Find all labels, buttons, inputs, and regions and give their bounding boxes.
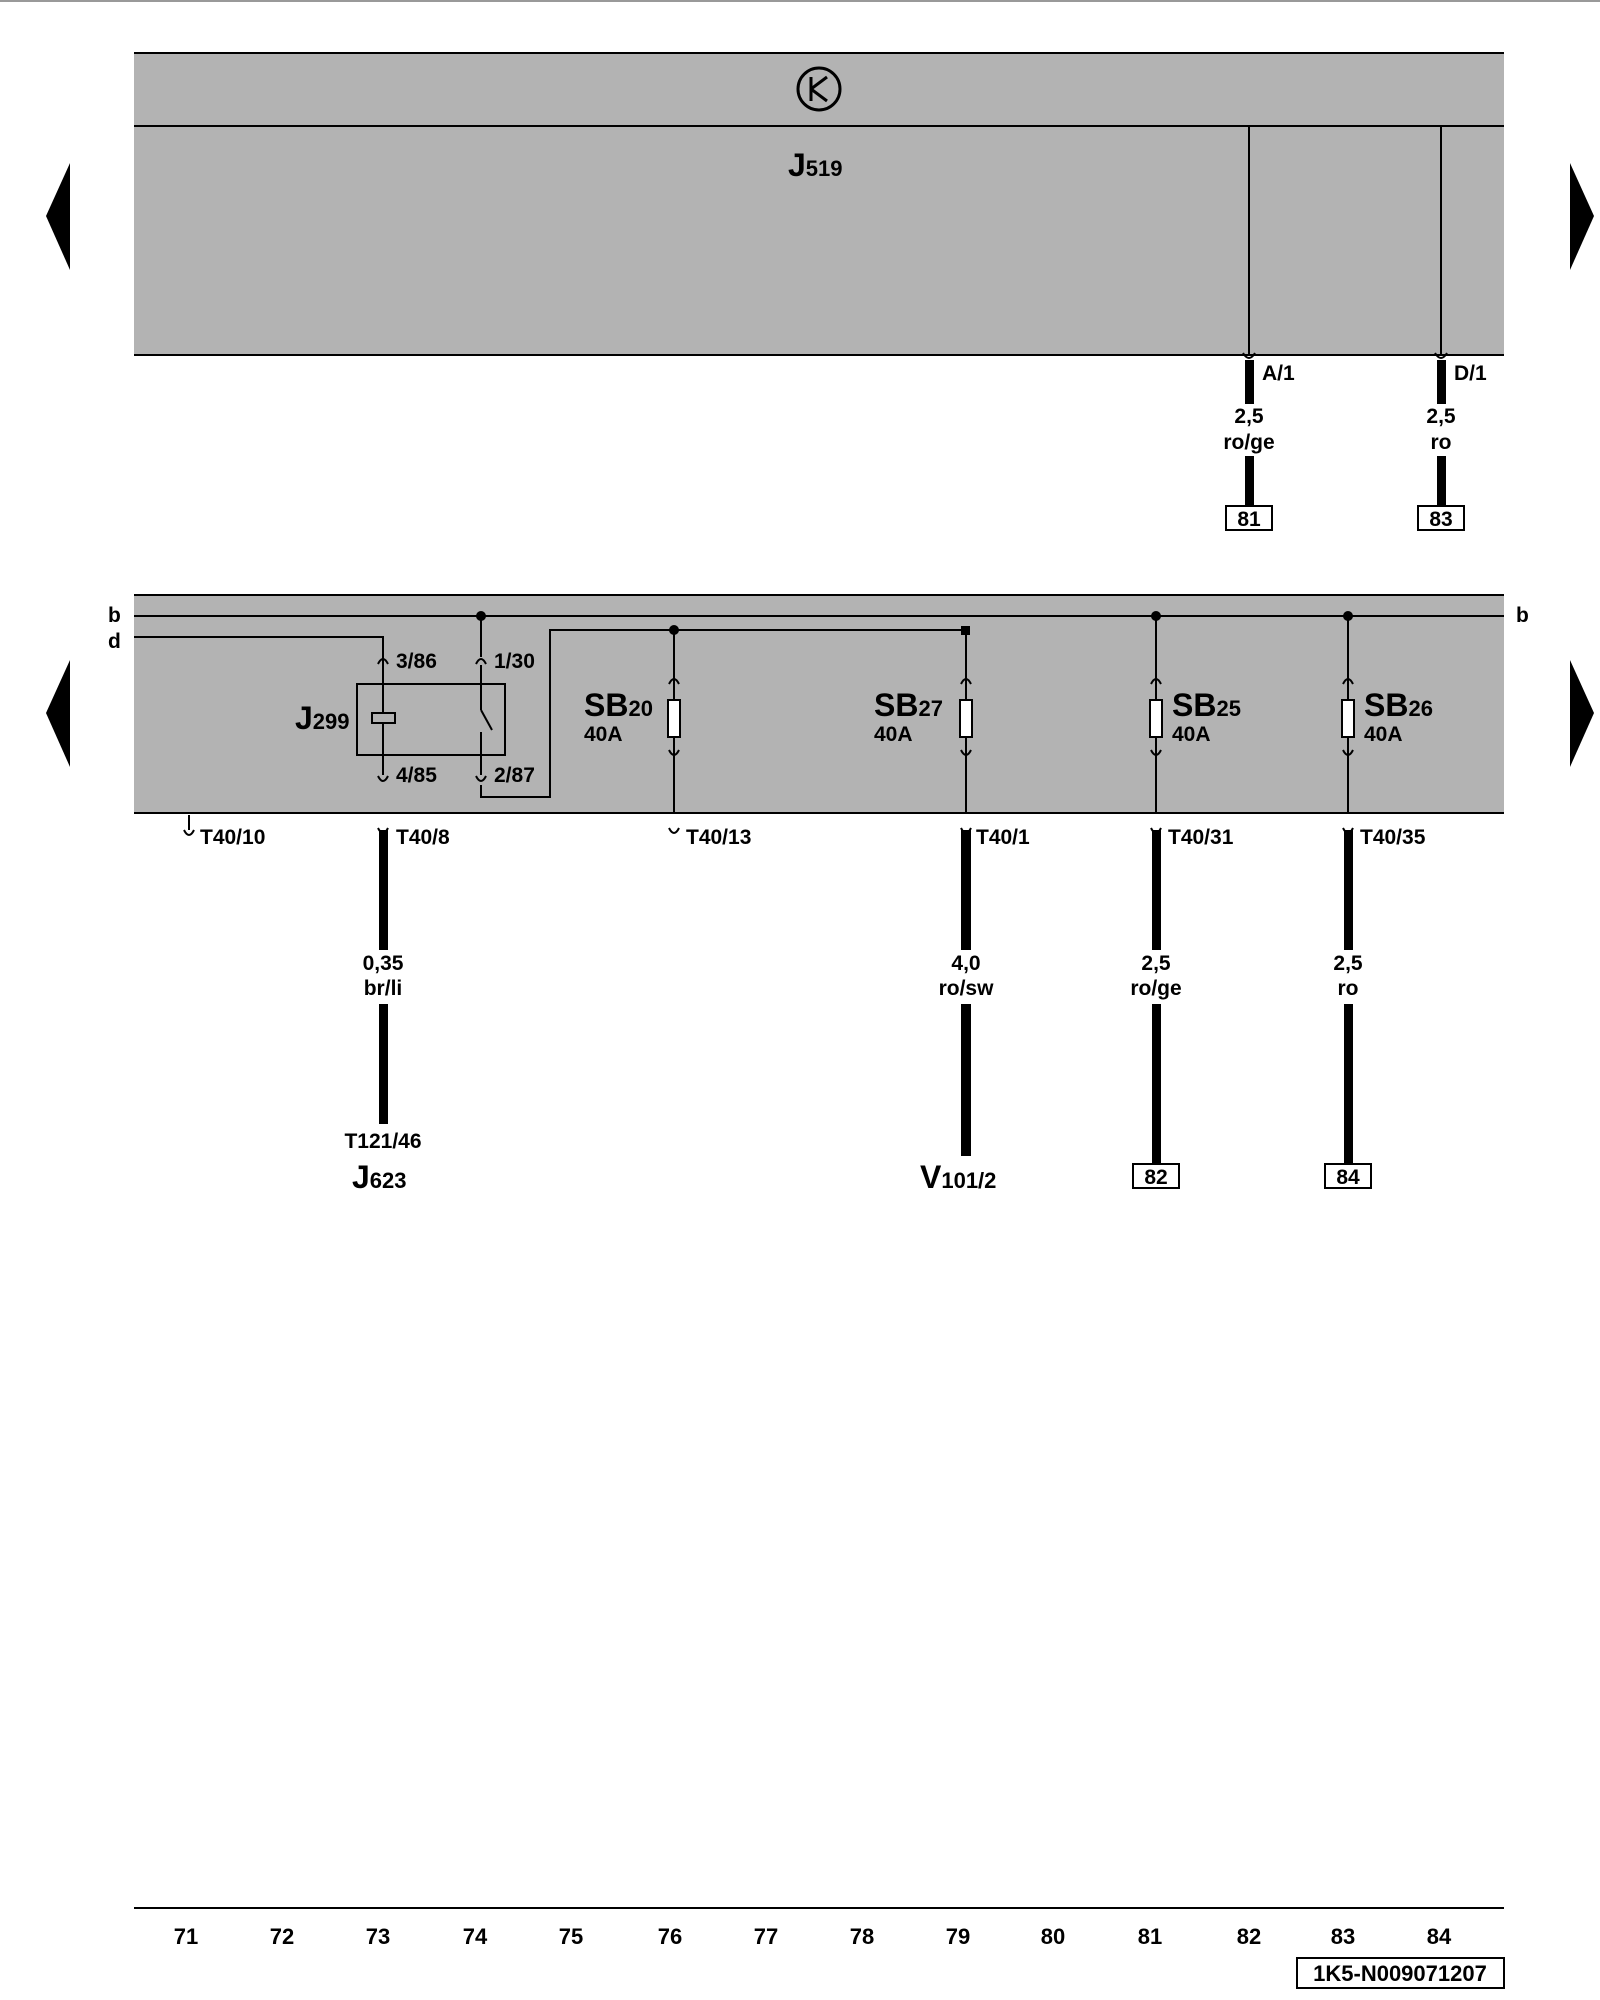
fuse-sb20-rating: 40A	[584, 723, 623, 746]
fuse-sb27-label: SB27	[874, 687, 943, 723]
connector-d1-pin: D/1	[1454, 362, 1487, 385]
relay-pin-2-87: 2/87	[494, 764, 535, 787]
connector-a1: A/1 2,5 ro/ge 81	[1223, 352, 1295, 531]
column-number: 82	[1237, 1924, 1261, 1949]
relay-j299: J299 3/86 4/85 1/30 2/87	[295, 616, 970, 798]
bus-d-label: d	[108, 630, 121, 653]
fuse-sb27: SB27 40A	[874, 635, 973, 813]
column-number: 77	[754, 1924, 778, 1949]
column-number: 83	[1331, 1924, 1355, 1949]
column-number: 84	[1427, 1924, 1452, 1949]
terminal-t40-10: T40/10	[183, 815, 265, 849]
fuse-sb26: SB26 40A	[1341, 616, 1433, 813]
fuse-sb20: SB20 40A	[584, 630, 681, 813]
connector-a1-size: 2,5	[1234, 405, 1264, 428]
fuse-sb20-icon	[667, 699, 681, 738]
bus-d-line	[134, 636, 384, 665]
ref-81-label: 81	[1237, 508, 1261, 531]
fuse-sb27-rating: 40A	[874, 723, 913, 746]
terminal-t40-1: T40/1	[960, 826, 1030, 849]
wire-to-v101: 4,0 ro/sw V101/2	[920, 830, 996, 1195]
fuse-sb25: SB25 40A	[1149, 616, 1241, 813]
wire-to-j623: 0,35 br/li T121/46 J623	[344, 830, 422, 1195]
column-number: 79	[946, 1924, 970, 1949]
connector-d1-size: 2,5	[1426, 405, 1456, 428]
wire-84-color: ro	[1338, 977, 1359, 1000]
footer-column-numbers: 71 72 73 74 75 76 77 78 79 80 81 82 83 8…	[174, 1924, 1452, 1949]
wire-to-82: 2,5 ro/ge 82	[1130, 830, 1182, 1189]
terminal-t40-13: T40/13	[668, 826, 751, 849]
wire-v101-color: ro/sw	[939, 977, 995, 1000]
fuse-module-body	[134, 595, 1504, 813]
column-number: 81	[1138, 1924, 1162, 1949]
ref-82-label: 82	[1144, 1166, 1167, 1189]
relay-switch-icon	[480, 709, 493, 731]
prev-page-arrow-bottom[interactable]	[46, 660, 70, 767]
ref-box-83	[1417, 505, 1465, 531]
wire-v101-size: 4,0	[951, 952, 980, 975]
fuse-sb26-label: SB26	[1364, 687, 1433, 723]
module-j519-body	[134, 53, 1504, 355]
ref-box-84	[1324, 1163, 1372, 1189]
ref-box-81	[1225, 505, 1273, 531]
connector-d1: D/1 2,5 ro 83	[1417, 352, 1487, 531]
next-page-arrow-bottom[interactable]	[1570, 660, 1594, 767]
terminal-t40-8: T40/8	[377, 826, 450, 849]
ref-box-82	[1132, 1163, 1180, 1189]
wire-to-84: 2,5 ro 84	[1324, 830, 1372, 1189]
column-number: 78	[850, 1924, 874, 1949]
document-id: 1K5-N009071207	[1313, 1961, 1487, 1986]
column-number: 76	[658, 1924, 682, 1949]
terminal-t40-1-label: T40/1	[976, 826, 1030, 849]
document-id-box	[1296, 1957, 1505, 1989]
wire-84-size: 2,5	[1333, 952, 1363, 975]
prev-page-arrow-top[interactable]	[46, 163, 70, 270]
wire-82-size: 2,5	[1141, 952, 1171, 975]
fuse-sb25-icon	[1149, 699, 1163, 738]
fuse-sb25-label: SB25	[1172, 687, 1241, 723]
column-number: 73	[366, 1924, 390, 1949]
connector-a1-pin: A/1	[1262, 362, 1295, 385]
terminal-t40-8-label: T40/8	[396, 826, 450, 849]
terminal-t40-13-label: T40/13	[686, 826, 751, 849]
fuse-sb25-rating: 40A	[1172, 723, 1211, 746]
column-number: 75	[559, 1924, 583, 1949]
terminal-t40-35: T40/35	[1342, 826, 1426, 849]
terminal-t40-31-label: T40/31	[1168, 826, 1234, 849]
relay-pin-4-85: 4/85	[396, 764, 437, 787]
terminal-t40-35-label: T40/35	[1360, 826, 1426, 849]
battery-management-icon	[796, 66, 842, 112]
fuse-sb20-label: SB20	[584, 687, 653, 723]
column-number: 80	[1041, 1924, 1065, 1949]
ref-84-label: 84	[1336, 1166, 1360, 1189]
relay-j299-label: J299	[295, 700, 350, 736]
terminal-t40-10-label: T40/10	[200, 826, 265, 849]
connector-d1-color: ro	[1431, 431, 1452, 454]
dest-v101-label: V101/2	[920, 1159, 996, 1195]
ref-83-label: 83	[1429, 508, 1452, 531]
module-j519-label: J519	[788, 147, 843, 183]
terminal-t40-31: T40/31	[1150, 826, 1234, 849]
column-number: 71	[174, 1924, 198, 1949]
dest-j623-label: J623	[352, 1159, 407, 1195]
wire-j623-size: 0,35	[363, 952, 404, 975]
fuse-sb26-icon	[1341, 699, 1355, 738]
column-number: 74	[463, 1924, 488, 1949]
fuse-sb26-rating: 40A	[1364, 723, 1403, 746]
bus-b-right-label: b	[1516, 604, 1529, 627]
relay-pin-3-86: 3/86	[396, 650, 437, 673]
column-number: 72	[270, 1924, 294, 1949]
wire-j623-pin: T121/46	[344, 1130, 421, 1153]
module-j519: J519	[134, 52, 1504, 356]
next-page-arrow-top[interactable]	[1570, 163, 1594, 270]
fuse-relay-module: b d b J299 3/86 4/85 1/30 2/87	[108, 594, 1529, 814]
bus-b-label: b	[108, 604, 121, 627]
fuse-sb27-icon	[959, 699, 973, 738]
wire-82-color: ro/ge	[1130, 977, 1181, 1000]
relay-pin-1-30: 1/30	[494, 650, 535, 673]
connector-a1-color: ro/ge	[1223, 431, 1274, 454]
wire-j623-color: br/li	[364, 977, 403, 1000]
